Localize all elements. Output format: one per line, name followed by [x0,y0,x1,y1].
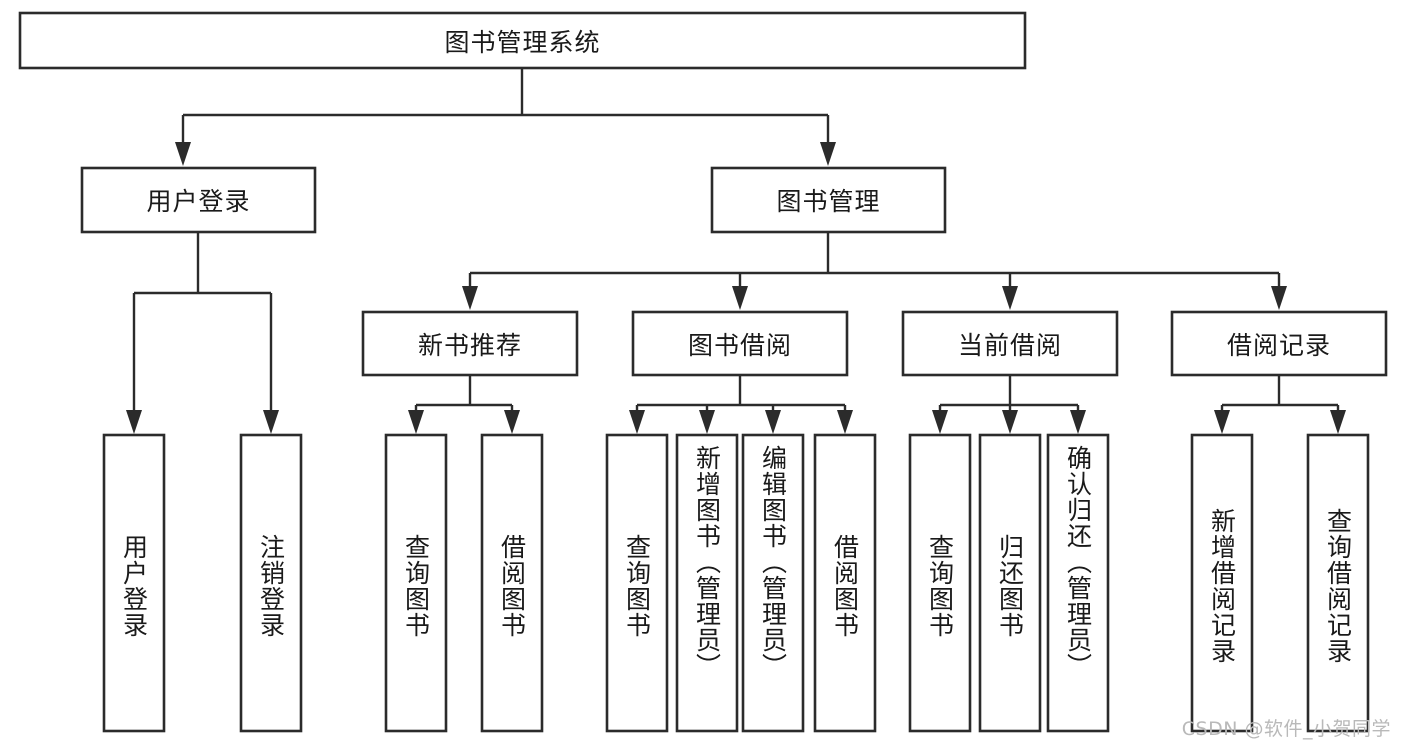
leaf-label-new-book-2: 借阅图书 [497,534,527,638]
arrow-head-book-mgmt [820,142,836,166]
node-label-new-book-recommend: 新书推荐 [417,330,522,360]
arrow-head-current-borrow [1002,286,1018,310]
arrow-head-borrow-record-leaf-2 [1330,410,1346,434]
node-label-current-borrow: 当前借阅 [957,330,1062,360]
leaf-box-current-borrow-3[interactable] [1046,433,1110,733]
leaf-box-user-login-2[interactable] [239,433,303,733]
leaf-label-current-borrow-2: 归还图书 [995,534,1025,638]
arrow-head-current-borrow-leaf-3 [1070,410,1086,434]
node-label-root: 图书管理系统 [444,27,601,57]
node-label-user-login: 用户登录 [146,187,251,216]
arrow-head-borrow-record-leaf-1 [1214,410,1230,434]
leaf-label-borrow-record-1: 新增借阅记录 [1207,508,1237,664]
node-label-book-management: 图书管理 [776,187,881,216]
connector-layer [126,68,1346,434]
leaf-box-user-login-1[interactable] [102,433,166,733]
arrow-head-book-borrow-leaf-2 [699,410,715,434]
arrow-head-book-borrow [732,286,748,310]
leaf-label-book-borrow-3: 编辑图书（管理员） [758,445,788,679]
node-box-book-borrow[interactable] [631,310,849,377]
leaf-label-user-login-1: 用户登录 [119,534,149,638]
leaf-box-book-borrow-2[interactable] [675,433,739,733]
arrow-head-user-login-leaf-2 [263,410,279,434]
arrow-head-book-borrow-leaf-4 [837,410,853,434]
node-box-borrow-record[interactable] [1170,310,1388,377]
arrow-head-current-borrow-leaf-1 [932,410,948,434]
arrow-head-user-login-leaf-1 [126,410,142,434]
leaf-box-current-borrow-1[interactable] [908,433,972,733]
leaf-label-borrow-record-2: 查询借阅记录 [1323,508,1353,664]
arrow-head-user-login [175,142,191,166]
arrow-head-book-borrow-leaf-1 [629,410,645,434]
leaf-label-book-borrow-2: 新增图书（管理员） [692,445,722,679]
leaf-box-book-borrow-3[interactable] [741,433,805,733]
node-box-current-borrow[interactable] [901,310,1119,377]
arrow-head-new-book-leaf-1 [408,410,424,434]
leaf-box-borrow-record-2[interactable] [1306,433,1370,733]
leaf-label-current-borrow-1: 查询图书 [925,534,955,638]
node-box-layer [18,11,1388,733]
leaf-box-new-book-2[interactable] [480,433,544,733]
leaf-box-book-borrow-4[interactable] [813,433,877,733]
node-box-book-management[interactable] [710,166,947,234]
arrow-head-new-book [462,286,478,310]
arrow-head-borrow-record [1271,286,1287,310]
node-box-user-login[interactable] [80,166,317,234]
node-label-borrow-record: 借阅记录 [1226,330,1331,360]
node-box-new-book-recommend[interactable] [361,310,579,377]
leaf-label-user-login-2: 注销登录 [256,534,286,638]
leaf-box-new-book-1[interactable] [384,433,448,733]
leaf-label-new-book-1: 查询图书 [401,534,431,638]
leaf-label-book-borrow-4: 借阅图书 [830,534,860,638]
arrow-head-current-borrow-leaf-2 [1002,410,1018,434]
arrow-head-new-book-leaf-2 [504,410,520,434]
node-box-root[interactable] [18,11,1027,70]
node-label-book-borrow: 图书借阅 [687,330,792,360]
leaf-label-book-borrow-1: 查询图书 [622,534,652,638]
arrow-head-book-borrow-leaf-3 [765,410,781,434]
leaf-box-book-borrow-1[interactable] [605,433,669,733]
leaf-box-current-borrow-2[interactable] [978,433,1042,733]
leaf-label-current-borrow-3: 确认归还（管理员） [1063,445,1093,679]
leaf-box-borrow-record-1[interactable] [1190,433,1254,733]
